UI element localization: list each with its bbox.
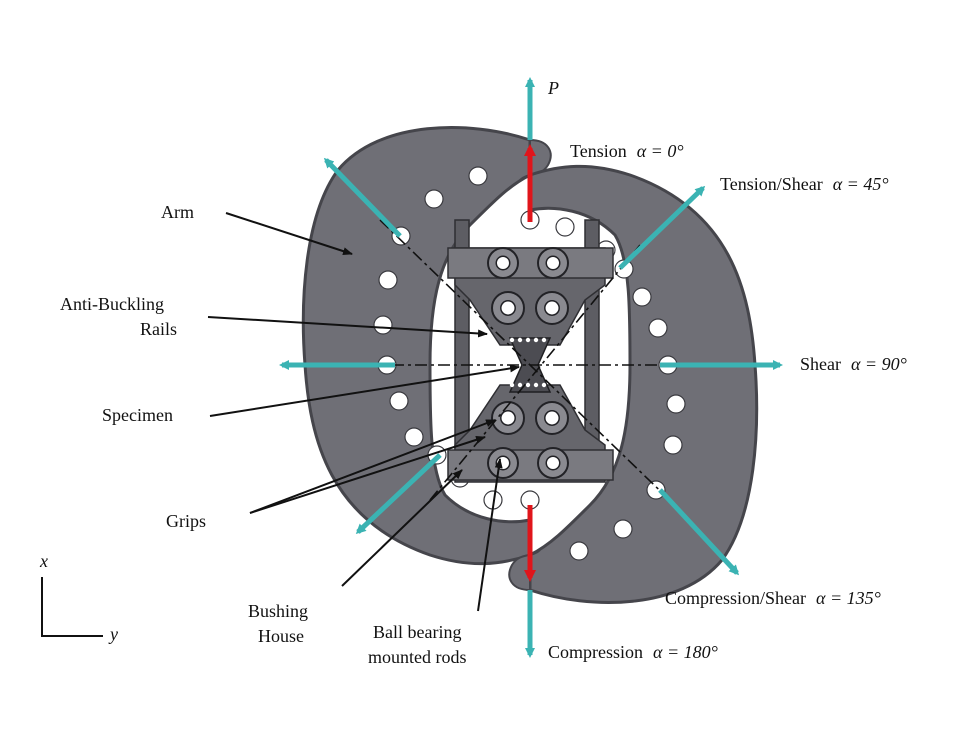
leader-grips-2 [249,435,486,514]
axis-y-label: y [108,624,118,644]
load-arrows [279,77,783,658]
label-ball-bearing-line1: Ball bearing [373,622,461,642]
leader-bushing [341,469,463,587]
lower-bushing-house [447,449,614,481]
leader-anti-buckling [207,316,488,338]
label-tension: Tension α = 0° [570,141,684,161]
arrow-lower-left [355,453,442,535]
label-compression-shear-text: Compression/Shear [665,588,806,608]
left-arm [301,126,532,566]
leader-arm [225,212,353,256]
label-compression-shear-alpha: α = 135° [816,588,881,608]
centerline-diagonal-135 [429,244,641,501]
label-anti-buckling-line2: Rails [140,319,177,339]
arm-holes [373,166,686,561]
arm-hole [632,287,652,307]
arm-hole [404,427,424,447]
arm-hole [648,318,668,338]
axis-x-label: x [39,551,48,571]
grip-bolt-bore [545,455,561,471]
arm-hole [378,270,398,290]
label-bushing-line1: Bushing [248,601,308,621]
arm-hole [613,519,633,539]
pin-hole [533,382,539,388]
label-tension-alpha: α = 0° [637,141,684,161]
arrow-upper-right [618,185,706,270]
label-tension-shear-text: Tension/Shear [720,174,823,194]
arm-hole [663,435,683,455]
pin-hole [509,382,515,388]
grip-bolt-bore [500,300,516,316]
label-arm: Arm [161,202,194,222]
upper-bushing-house [447,247,614,279]
grip-bolt-bore [545,255,561,271]
leader-lines [207,212,520,612]
label-anti-buckling-line1: Anti-Buckling [60,294,164,314]
grip-bolt-bore [544,410,560,426]
label-compression: Compression α = 180° [548,642,718,662]
pin-hole [509,337,515,343]
pin-hole [517,382,523,388]
leader-ball-bearing [477,458,503,612]
arm-hole [424,189,444,209]
label-compression-text: Compression [548,642,643,662]
arrow-upper-left [323,157,402,238]
label-specimen: Specimen [102,405,173,425]
arm-hole [389,391,409,411]
label-compression-shear: Compression/Shear α = 135° [665,588,881,608]
arm-hole [569,541,589,561]
label-grips: Grips [166,511,206,531]
label-tension-text: Tension [570,141,627,161]
leader-grips-1 [249,419,496,514]
fixture-arms [301,126,759,604]
label-shear-alpha: α = 90° [851,354,907,374]
arm-hole [373,315,393,335]
grip-bolt-bore [544,300,560,316]
arm-hole [614,259,634,279]
pin-hole [533,337,539,343]
pin-hole [541,382,547,388]
label-shear: Shear α = 90° [800,354,907,374]
fixture-bolts [487,247,569,479]
arm-hole [646,480,666,500]
label-tension-shear: Tension/Shear α = 45° [720,174,889,194]
axes-lines [41,577,103,637]
coordinate-axes [41,577,103,637]
pin-hole [541,337,547,343]
grip-bolt-bore [500,410,516,426]
arm-hole [468,166,488,186]
arm-hole [666,394,686,414]
arm-hole [555,217,575,237]
label-tension-shear-alpha: α = 45° [833,174,889,194]
pin-hole [525,382,531,388]
label-ball-bearing-line2: mounted rods [368,647,467,667]
pin-hole [517,337,523,343]
leader-specimen [209,364,520,417]
right-arm [528,164,759,604]
label-bushing-line2: House [258,626,304,646]
arrow-lower-right [658,488,740,576]
grip-bolt-bore [495,255,511,271]
pin-hole [525,337,531,343]
centerline-diagonal-45 [379,219,681,511]
label-p: P [547,78,559,98]
label-compression-alpha: α = 180° [653,642,718,662]
central-fixture [447,219,614,483]
label-shear-text: Shear [800,354,841,374]
